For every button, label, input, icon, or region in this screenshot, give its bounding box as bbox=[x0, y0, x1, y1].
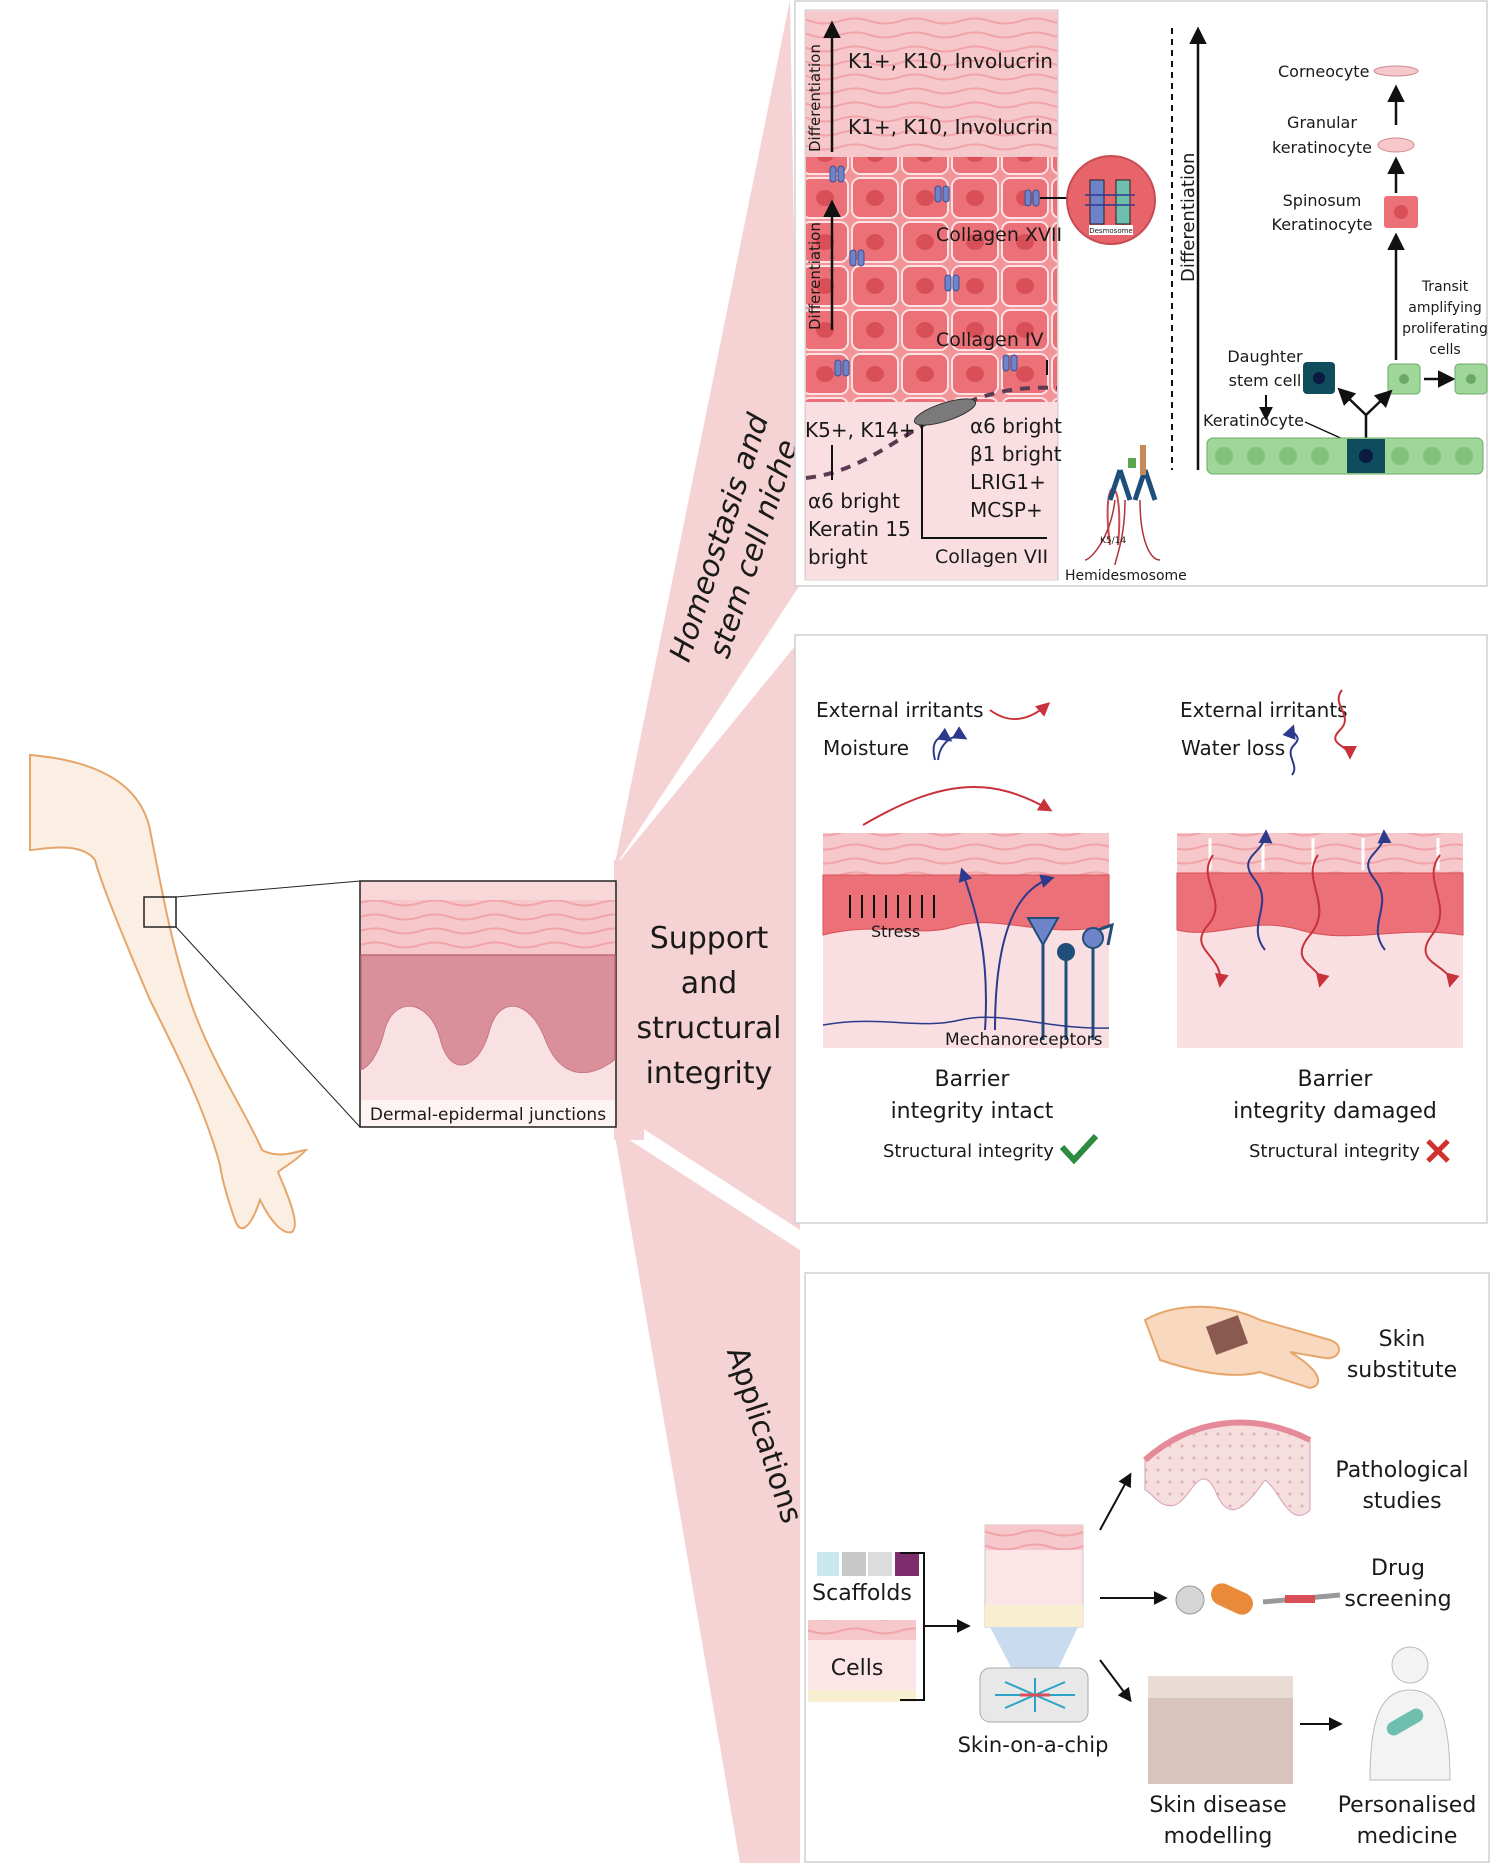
svg-text:Stress: Stress bbox=[871, 922, 920, 941]
svg-text:Moisture: Moisture bbox=[823, 736, 909, 760]
svg-text:cells: cells bbox=[1429, 342, 1460, 358]
svg-text:Keratinocyte: Keratinocyte bbox=[1272, 215, 1373, 234]
cross-icon bbox=[1426, 1139, 1450, 1163]
svg-text:K5/14: K5/14 bbox=[1100, 536, 1126, 546]
collagen-vii-label: Collagen VII bbox=[935, 546, 1048, 568]
svg-text:amplifying: amplifying bbox=[1408, 300, 1482, 316]
svg-text:Keratin 15: Keratin 15 bbox=[808, 517, 911, 541]
svg-text:and: and bbox=[681, 966, 737, 1001]
svg-text:Transit: Transit bbox=[1421, 279, 1469, 295]
fan-background bbox=[614, 0, 800, 1863]
svg-text:Scaffolds: Scaffolds bbox=[812, 1581, 912, 1606]
svg-text:structural: structural bbox=[636, 1011, 781, 1046]
svg-text:Corneocyte: Corneocyte bbox=[1278, 62, 1369, 81]
svg-text:Granular: Granular bbox=[1287, 113, 1357, 132]
arm-illustration bbox=[29, 753, 361, 1234]
svg-text:screening: screening bbox=[1344, 1587, 1451, 1612]
svg-text:Spinosum: Spinosum bbox=[1283, 191, 1362, 210]
svg-text:Water loss: Water loss bbox=[1181, 736, 1285, 760]
layer-label-2: K1+, K10, Involucrin bbox=[848, 115, 1053, 139]
svg-text:α6 bright: α6 bright bbox=[970, 414, 1062, 438]
svg-text:LRIG1+: LRIG1+ bbox=[970, 470, 1046, 494]
svg-text:Cells: Cells bbox=[831, 1656, 884, 1681]
svg-text:Pathological: Pathological bbox=[1335, 1458, 1468, 1483]
drug-icons bbox=[1175, 1583, 1341, 1615]
svg-text:External irritants: External irritants bbox=[1180, 698, 1348, 722]
svg-text:integrity damaged: integrity damaged bbox=[1233, 1099, 1437, 1124]
svg-text:Structural integrity: Structural integrity bbox=[1249, 1141, 1420, 1162]
basal-cell-row bbox=[1206, 437, 1484, 475]
mechanoreceptor-icons bbox=[1026, 917, 1114, 1040]
skin-chip-icon bbox=[979, 1524, 1089, 1723]
person-icon bbox=[1369, 1646, 1451, 1781]
svg-text:bright: bright bbox=[808, 545, 868, 569]
svg-text:α6 bright: α6 bright bbox=[808, 489, 900, 513]
svg-text:Differentiation: Differentiation bbox=[806, 222, 824, 330]
svg-text:Mechanoreceptors: Mechanoreceptors bbox=[945, 1030, 1103, 1050]
check-icon bbox=[1059, 1133, 1099, 1165]
svg-text:Skin-on-a-chip: Skin-on-a-chip bbox=[958, 1733, 1109, 1757]
svg-text:integrity: integrity bbox=[646, 1056, 773, 1091]
svg-text:Support: Support bbox=[650, 921, 769, 956]
svg-text:keratinocyte: keratinocyte bbox=[1272, 138, 1372, 157]
svg-text:modelling: modelling bbox=[1164, 1824, 1273, 1849]
svg-text:Skin: Skin bbox=[1379, 1327, 1426, 1352]
cells-icon bbox=[808, 1620, 916, 1702]
svg-text:Structural integrity: Structural integrity bbox=[883, 1141, 1054, 1162]
scaffolds-icon bbox=[817, 1552, 919, 1576]
dej-label: Dermal-epidermal junctions bbox=[370, 1105, 606, 1125]
svg-text:Differentiation: Differentiation bbox=[1178, 153, 1199, 282]
svg-text:substitute: substitute bbox=[1347, 1358, 1457, 1383]
basal-left-1: K5+, K14+ bbox=[805, 418, 916, 442]
hemidesmosome-icon bbox=[1084, 445, 1161, 566]
svg-text:studies: studies bbox=[1362, 1489, 1441, 1514]
svg-text:External irritants: External irritants bbox=[816, 698, 984, 722]
hemidesmosome-label: Hemidesmosome bbox=[1065, 568, 1187, 584]
collagen-xvii-label: Collagen XVII bbox=[936, 224, 1062, 246]
svg-text:Daughter: Daughter bbox=[1227, 347, 1303, 366]
svg-text:Barrier: Barrier bbox=[935, 1067, 1011, 1092]
svg-text:stem cell: stem cell bbox=[1229, 371, 1302, 390]
svg-text:Personalised: Personalised bbox=[1338, 1793, 1477, 1818]
svg-text:β1 bright: β1 bright bbox=[970, 442, 1062, 466]
collagen-iv-label: Collagen IV bbox=[936, 329, 1044, 351]
svg-text:integrity intact: integrity intact bbox=[891, 1099, 1054, 1124]
svg-text:Drug: Drug bbox=[1371, 1556, 1425, 1581]
svg-text:Keratinocyte: Keratinocyte bbox=[1203, 411, 1304, 430]
layer-label-1: K1+, K10, Involucrin bbox=[848, 49, 1053, 73]
panel-support: External irritants Moisture Stress Mecha… bbox=[794, 634, 1488, 1224]
svg-text:Skin disease: Skin disease bbox=[1149, 1793, 1286, 1818]
svg-text:medicine: medicine bbox=[1357, 1824, 1458, 1849]
svg-text:MCSP+: MCSP+ bbox=[970, 498, 1043, 522]
section-label-support: Support and structural integrity bbox=[636, 921, 781, 1091]
panel-applications: Scaffolds Cells Skin-on-a-chip Skin subs… bbox=[804, 1272, 1490, 1863]
desmosome-inset bbox=[1066, 155, 1156, 245]
svg-text:Desmosome: Desmosome bbox=[1089, 227, 1133, 235]
zoom-box bbox=[143, 896, 177, 928]
svg-text:Differentiation: Differentiation bbox=[806, 44, 824, 152]
svg-text:proliferating: proliferating bbox=[1402, 321, 1488, 337]
dej-inset: Dermal-epidermal junctions bbox=[359, 880, 617, 1128]
svg-text:Barrier: Barrier bbox=[1298, 1067, 1374, 1092]
panel-homeostasis: Differentiation Differentiation K1+, K10… bbox=[794, 0, 1488, 587]
hand-icon bbox=[1143, 1305, 1340, 1390]
